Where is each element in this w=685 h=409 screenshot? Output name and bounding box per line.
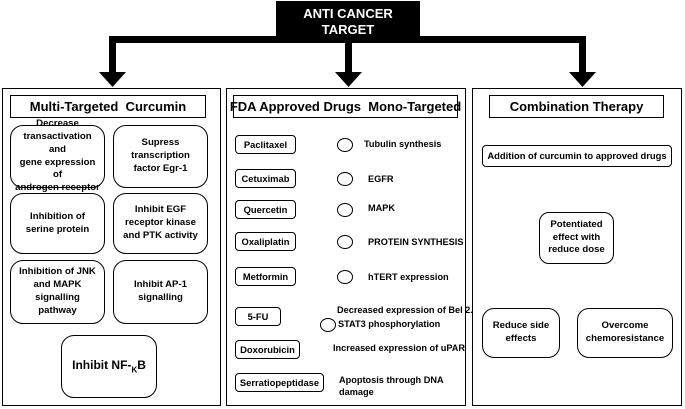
target-protein-synthesis: PROTEIN SYNTHESIS	[368, 237, 464, 247]
drug-paclitaxel: Paclitaxel	[235, 135, 296, 154]
target-htert: hTERT expression	[368, 272, 449, 282]
target-circle-4	[337, 235, 353, 249]
drug-serratiopeptidase: Serratiopeptidase	[235, 373, 324, 392]
target-circle-3	[337, 203, 353, 217]
arrow-to-fda	[335, 72, 362, 87]
anti-cancer-target: ANTI CANCER TARGET	[276, 1, 420, 43]
target-mapk: MAPK	[368, 203, 396, 213]
drug-quercetin: Quercetin	[235, 200, 296, 219]
arrow-to-combination	[569, 72, 596, 87]
combination-title-text: Combination Therapy	[509, 99, 644, 114]
combination-title: Combination Therapy	[489, 95, 664, 118]
fda-title: FDA Approved Drugs Mono-Targeted	[229, 95, 462, 118]
drug-metformin: Metformin	[235, 267, 296, 286]
drug-cetuximab: Cetuximab	[235, 169, 296, 188]
top-bracket	[99, 36, 596, 87]
drug-oxaliplatin: Oxaliplatin	[235, 232, 296, 251]
curcumin-box-nfkb: Inhibit NF-KB	[61, 335, 157, 398]
target-circle-2	[337, 172, 353, 186]
target-bel2: Decreased expression of Bel 2.	[337, 305, 473, 315]
arrow-to-curcumin	[99, 72, 126, 87]
target-circle-6	[320, 318, 336, 332]
target-title-line2: TARGET	[321, 22, 375, 37]
target-title-line1: ANTI CANCER	[303, 5, 393, 21]
addition-box: Addition of curcumin to approved drugs	[482, 145, 672, 167]
target-circle-1	[337, 138, 353, 152]
target-upar: Increased expression of uPAR	[333, 343, 466, 353]
target-circle-5	[337, 270, 353, 284]
target-stat3: STAT3 phosphorylation	[338, 319, 441, 329]
curcumin-title: Multi-Targeted Curcumin	[10, 95, 206, 118]
target-egfr: EGFR	[368, 174, 394, 184]
target-tubulin: Tubulin synthesis	[364, 139, 442, 149]
target-apoptosis: Apoptosis through DNA damage	[339, 375, 444, 397]
drug-5fu: 5-FU	[235, 307, 281, 326]
curcumin-title-text: Multi-Targeted Curcumin	[29, 99, 187, 114]
fda-title-text: FDA Approved Drugs Mono-Targeted	[229, 99, 462, 114]
drug-doxorubicin: Doxorubicin	[235, 340, 300, 359]
